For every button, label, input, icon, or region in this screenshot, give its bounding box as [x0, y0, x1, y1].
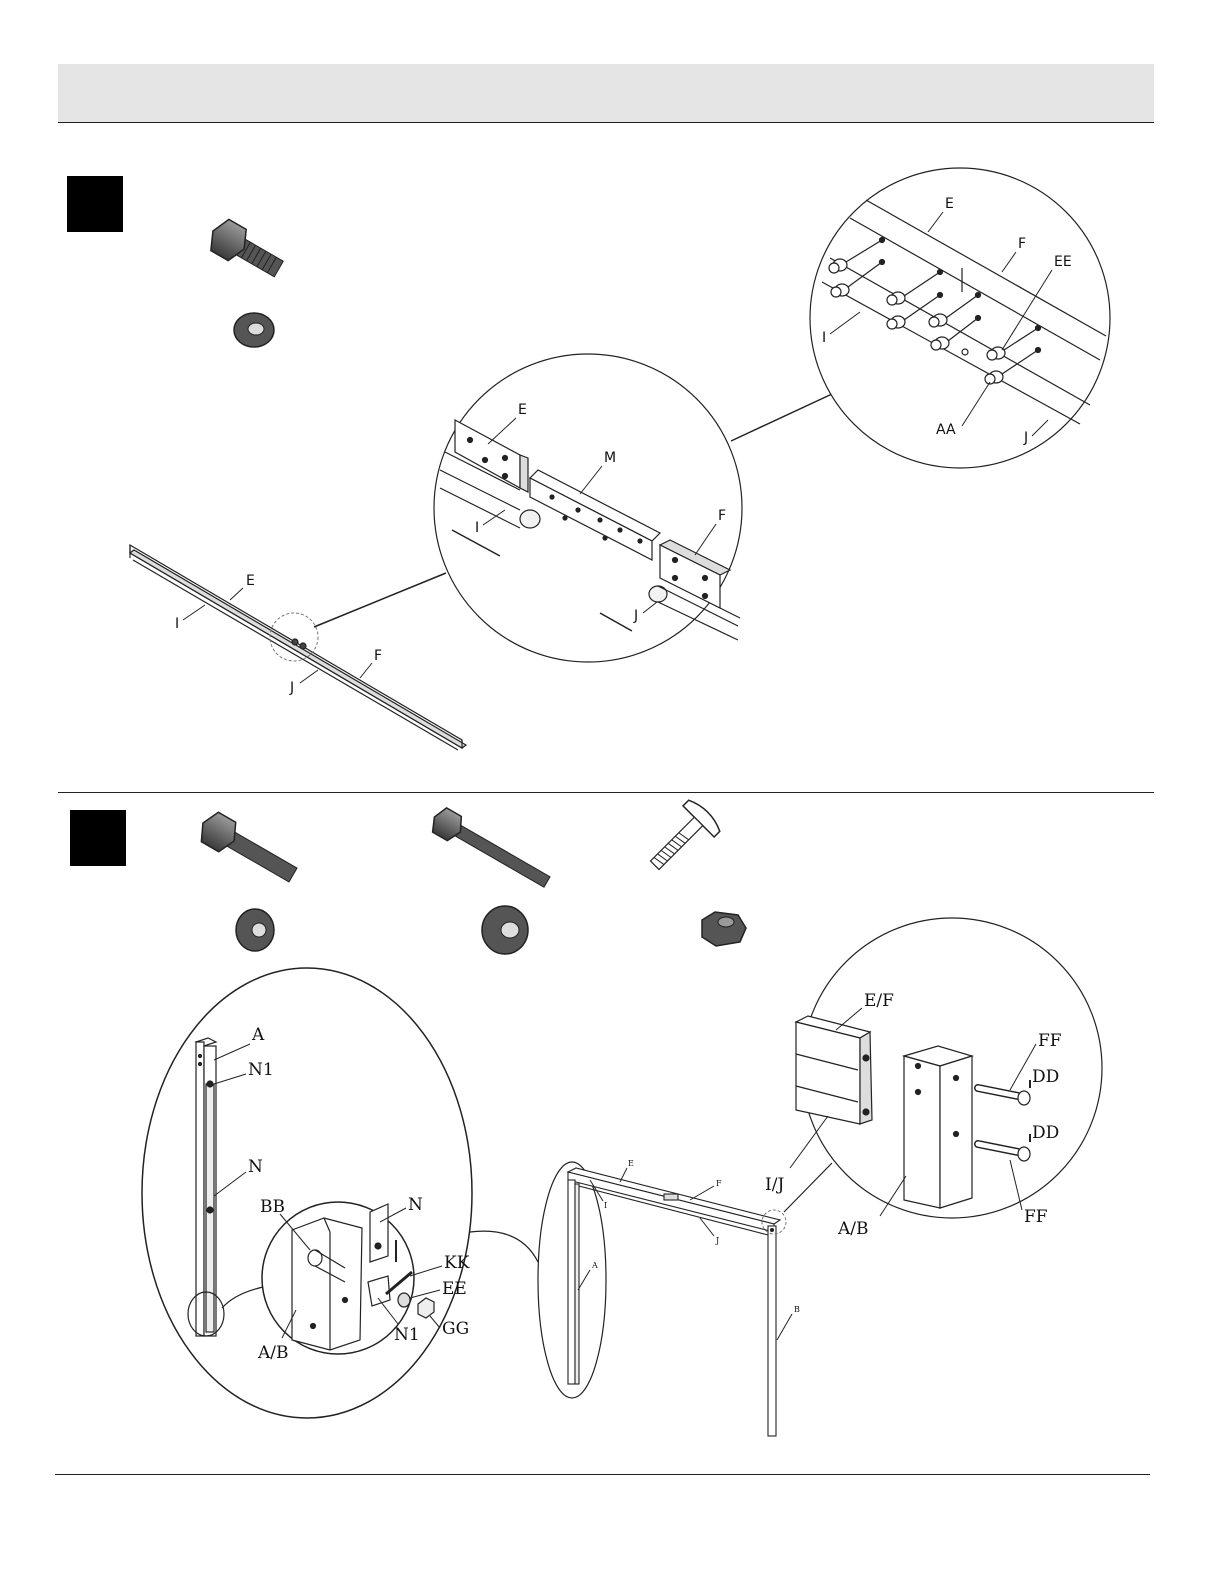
- label-corner-ef: E/F: [864, 991, 894, 1011]
- label-detail-bb: BB: [260, 1197, 285, 1217]
- label-mid-f: F: [718, 508, 726, 524]
- label-corner-ab: A/B: [837, 1219, 869, 1239]
- label-detail-gg: GG: [442, 1319, 469, 1339]
- label-frame-e: E: [628, 1159, 634, 1168]
- label-corner-ij: I/J: [765, 1175, 784, 1195]
- label-detail-n: N: [408, 1195, 423, 1215]
- leader-line: [470, 1231, 538, 1262]
- label-post-n: N: [248, 1157, 263, 1177]
- label-mid-i: I: [475, 520, 479, 536]
- label-top-i: I: [822, 330, 826, 346]
- detail-oval-post: [142, 968, 472, 1418]
- label-corner-dd-1: DD: [1032, 1067, 1059, 1087]
- flat-washer-icon: [236, 909, 274, 951]
- label-top-e: E: [945, 196, 954, 212]
- label-top-j: J: [1023, 430, 1028, 446]
- label-corner-ff-2: FF: [1024, 1207, 1048, 1227]
- hex-nut-icon: [702, 912, 746, 946]
- label-post-n1: N1: [248, 1060, 274, 1080]
- label-main-e: E: [246, 573, 255, 589]
- label-detail-n1: N1: [394, 1325, 420, 1345]
- beam-assembly-e-f-i-j: [130, 545, 466, 750]
- hex-bolt-medium-icon: [194, 808, 301, 889]
- label-frame-j: J: [715, 1236, 719, 1245]
- label-main-i: I: [175, 616, 179, 632]
- label-frame-i: I: [604, 1201, 607, 1210]
- leader-line: [784, 1163, 832, 1212]
- label-detail-ee: EE: [442, 1279, 467, 1299]
- label-frame-a: A: [591, 1261, 598, 1270]
- label-mid-e: E: [518, 402, 527, 418]
- flat-washer-icon: [234, 313, 274, 347]
- hex-bolt-long-icon: [427, 805, 554, 894]
- label-detail-ab: A/B: [257, 1343, 289, 1363]
- label-main-f: F: [374, 648, 382, 664]
- label-top-ee: EE: [1054, 254, 1072, 270]
- detail-circle-bolting: [810, 168, 1110, 468]
- label-top-aa: AA: [936, 422, 956, 438]
- post-with-bracket: [196, 1038, 216, 1336]
- leader-line: [731, 394, 832, 441]
- label-frame-f: F: [716, 1179, 722, 1188]
- leader-line: [314, 573, 446, 627]
- label-main-j: J: [289, 680, 294, 696]
- label-mid-j: J: [633, 608, 638, 624]
- large-washer-icon: [482, 906, 528, 954]
- label-detail-kk: KK: [444, 1253, 470, 1273]
- label-post-a: A: [251, 1025, 265, 1045]
- label-corner-dd-2: DD: [1032, 1123, 1059, 1143]
- label-corner-ff-1: FF: [1038, 1031, 1062, 1051]
- label-top-f: F: [1018, 236, 1026, 252]
- label-frame-b: B: [794, 1305, 800, 1314]
- label-mid-m: M: [604, 450, 616, 466]
- hex-bolt-short-icon: [204, 215, 288, 284]
- carriage-bolt-icon: [639, 797, 723, 881]
